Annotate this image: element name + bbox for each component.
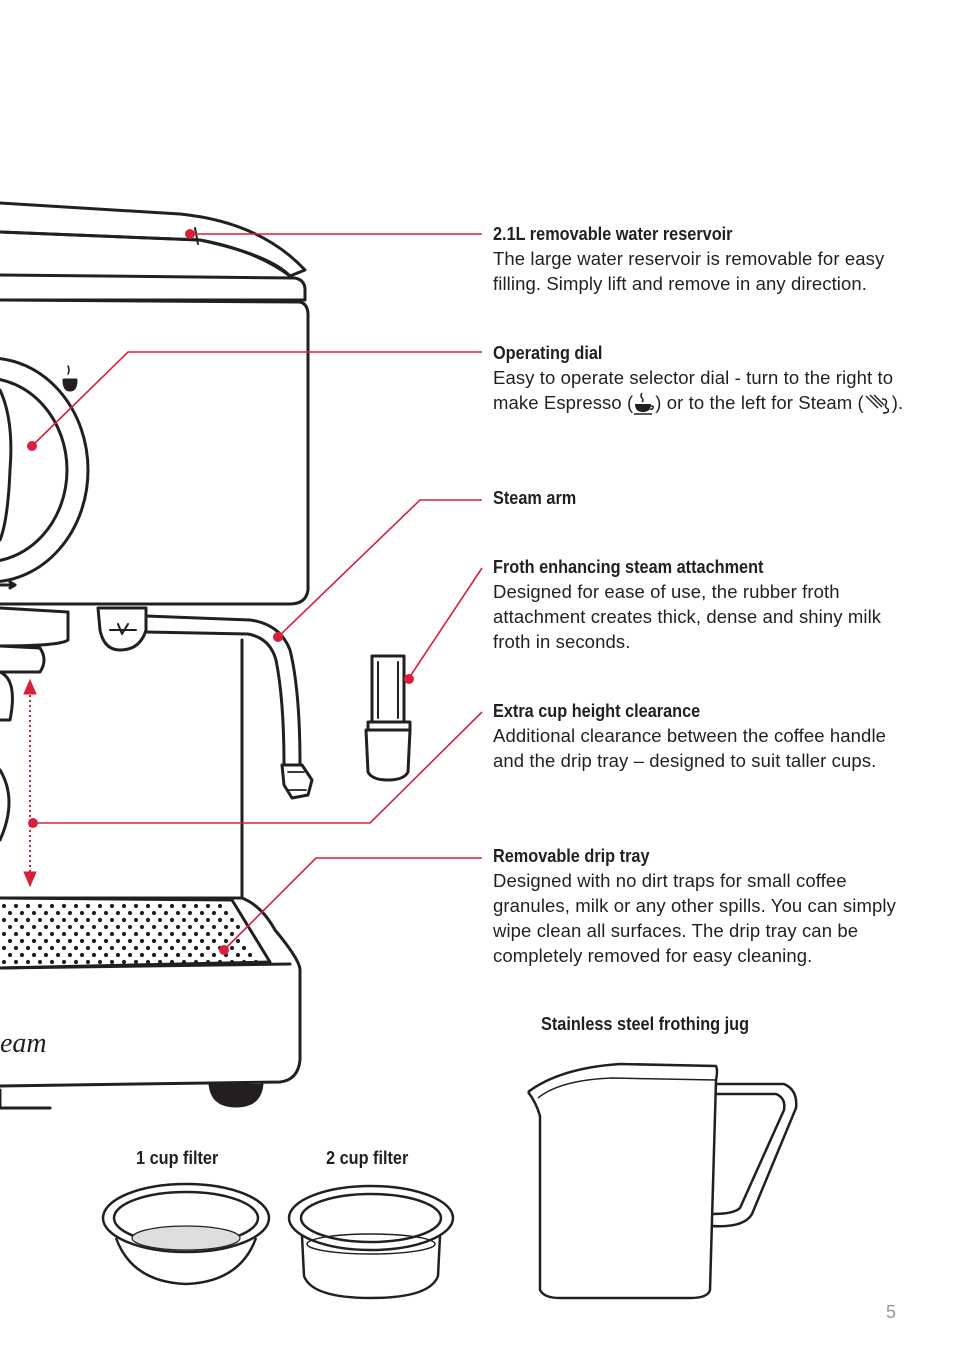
one-cup-filter-label: 1 cup filter (136, 1147, 219, 1168)
feature-title: 2.1L removable water reservoir (493, 223, 733, 244)
frothing-jug-illustration (527, 1062, 798, 1300)
brand-logo: eam (0, 1028, 47, 1059)
feature-froth-attachment: Froth enhancing steam attachment Designe… (493, 554, 913, 654)
feature-description: The large water reservoir is removable f… (493, 248, 885, 294)
feature-water-reservoir: 2.1L removable water reservoir The large… (493, 221, 913, 296)
one-cup-filter-illustration (101, 1182, 271, 1286)
feature-title: Removable drip tray (493, 845, 650, 866)
feature-steam-arm: Steam arm (493, 485, 913, 510)
feature-title: Operating dial (493, 342, 603, 363)
feature-description: Designed with no dirt traps for small co… (493, 870, 896, 966)
feature-operating-dial: Operating dial Easy to operate selector … (493, 340, 913, 416)
espresso-cup-icon (634, 392, 655, 415)
two-cup-filter-label: 2 cup filter (326, 1147, 409, 1168)
feature-description: Additional clearance between the coffee … (493, 725, 887, 771)
feature-description: Designed for ease of use, the rubber fro… (493, 581, 882, 652)
feature-title: Froth enhancing steam attachment (493, 556, 764, 577)
feature-title: Extra cup height clearance (493, 700, 701, 721)
two-cup-filter-illustration (287, 1184, 455, 1300)
feature-drip-tray: Removable drip tray Designed with no dir… (493, 843, 913, 968)
page-number: 5 (886, 1302, 897, 1322)
jug-label: Stainless steel frothing jug (541, 1013, 750, 1034)
feature-description: Easy to operate selector dial - turn to … (493, 365, 913, 416)
feature-title: Steam arm (493, 487, 577, 508)
feature-cup-height-clearance: Extra cup height clearance Additional cl… (493, 698, 913, 773)
steam-icon (865, 394, 889, 414)
